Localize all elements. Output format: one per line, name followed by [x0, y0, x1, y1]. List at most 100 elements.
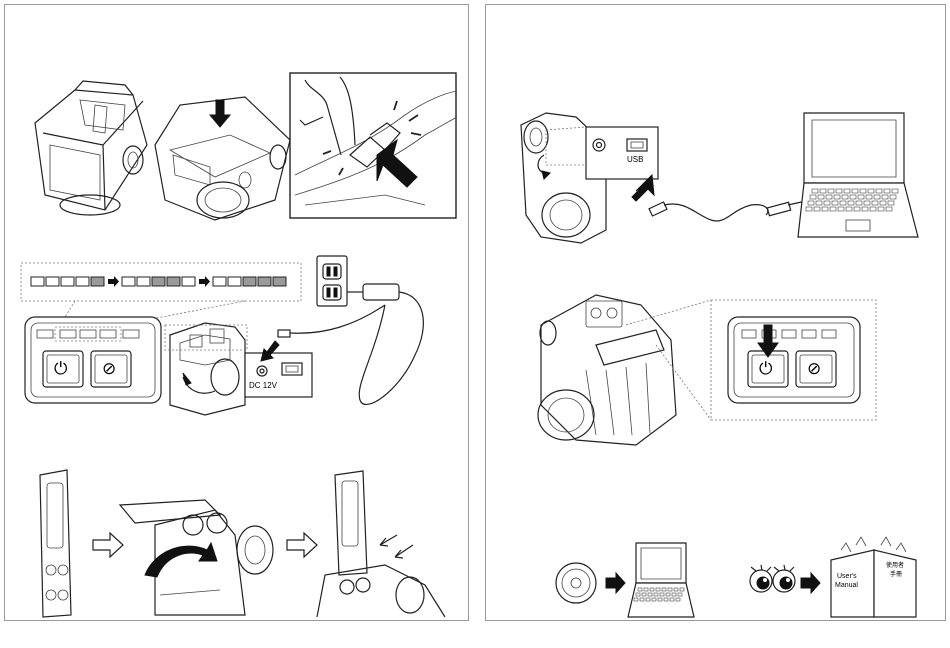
keyboard-key [848, 201, 854, 205]
keyboard-key [842, 195, 848, 199]
manual-title-line2: Manual [835, 582, 858, 589]
keyboard-key [634, 598, 638, 601]
keyboard-key [676, 598, 680, 601]
keyboard-key [636, 593, 640, 596]
keyboard-key [814, 207, 820, 211]
led-sequence-illustration [21, 263, 301, 325]
keyboard-key [892, 189, 898, 193]
keyboard-key [846, 207, 852, 211]
dc-port-label: DC 12V [249, 382, 277, 390]
keyboard-key [878, 207, 884, 211]
keyboard-key [664, 598, 668, 601]
keyboard-key [674, 588, 678, 591]
keyboard-key [856, 201, 862, 205]
panel-left: ⏻ ⊘ DC 12V [4, 4, 469, 621]
arrow-right-icon [108, 276, 119, 287]
led-light [243, 277, 256, 286]
keyboard-key [648, 593, 652, 596]
keyboard-key [884, 189, 890, 193]
dc-port-illustration [165, 305, 385, 415]
keyboard-key [652, 598, 656, 601]
keyboard-key [672, 593, 676, 596]
led-light [91, 277, 104, 286]
led-light [167, 277, 180, 286]
keyboard-key [820, 189, 826, 193]
keyboard-key [866, 195, 872, 199]
control-panel-illustration [25, 317, 161, 403]
keyboard-key [808, 201, 814, 205]
usb-port-label: USB [627, 156, 643, 164]
keyboard-key [650, 588, 654, 591]
keyboard-key [838, 207, 844, 211]
keyboard-key [822, 207, 828, 211]
keyboard-key [826, 195, 832, 199]
keyboard-key [854, 207, 860, 211]
panel-right: USB ⏻ ⊘ User's Manual 使用者 手冊 [485, 4, 946, 621]
printer-closed-illustration [155, 97, 290, 220]
keyboard-key [680, 588, 684, 591]
keyboard-key [816, 201, 822, 205]
keyboard-key [828, 189, 834, 193]
usb-cable-illustration [649, 201, 806, 221]
led-light [46, 277, 59, 286]
keyboard-key [886, 207, 892, 211]
usb-printer-illustration [521, 113, 658, 243]
power-icon: ⏻ [759, 360, 772, 377]
arrow-right-icon [199, 276, 210, 287]
keyboard-key [870, 207, 876, 211]
keyboard-key [638, 588, 642, 591]
keyboard-key [670, 598, 674, 601]
laptop-illustration [798, 113, 918, 237]
keyboard-key [840, 201, 846, 205]
feed-icon: ⊘ [807, 360, 821, 377]
keyboard-key [640, 598, 644, 601]
keyboard-key [850, 195, 856, 199]
keyboard-key [888, 201, 894, 205]
cover-sequence-illustration [40, 470, 445, 617]
led-light [182, 277, 195, 286]
keyboard-key [656, 588, 660, 591]
keyboard-key [668, 588, 672, 591]
keyboard-key [844, 189, 850, 193]
keyboard-key [864, 201, 870, 205]
power-adapter-illustration [317, 256, 423, 404]
feed-icon: ⊘ [102, 360, 116, 377]
keyboard-key [658, 598, 662, 601]
keyboard-key [834, 195, 840, 199]
led-light [213, 277, 226, 286]
keyboard-key [858, 195, 864, 199]
keyboard-key [836, 189, 842, 193]
keyboard-key [868, 189, 874, 193]
keyboard-key [890, 195, 896, 199]
power-press-printer-illustration [538, 295, 876, 445]
led-light [152, 277, 165, 286]
cd-to-laptop-illustration [556, 543, 694, 617]
led-light [258, 277, 271, 286]
led-light [122, 277, 135, 286]
keyboard-key [860, 189, 866, 193]
manual-title-line1: User's [837, 573, 857, 580]
keyboard-key [654, 593, 658, 596]
keyboard-key [876, 189, 882, 193]
power-icon: ⏻ [54, 360, 67, 377]
keyboard-key [862, 207, 868, 211]
keyboard-key [830, 207, 836, 211]
keyboard-key [810, 195, 816, 199]
led-light [61, 277, 74, 286]
keyboard-key [874, 195, 880, 199]
keyboard-key [642, 593, 646, 596]
led-light [31, 277, 44, 286]
keyboard-key [832, 201, 838, 205]
latch-closeup-illustration [290, 73, 457, 218]
keyboard-key [872, 201, 878, 205]
led-light [76, 277, 89, 286]
keyboard-key [678, 593, 682, 596]
left-illustrations [5, 5, 470, 622]
keyboard-key [806, 207, 812, 211]
printer-open-illustration [35, 81, 147, 215]
keyboard-key [646, 598, 650, 601]
keyboard-key [644, 588, 648, 591]
manual-cn-line2: 手冊 [890, 572, 902, 578]
led-light [137, 277, 150, 286]
keyboard-key [660, 593, 664, 596]
